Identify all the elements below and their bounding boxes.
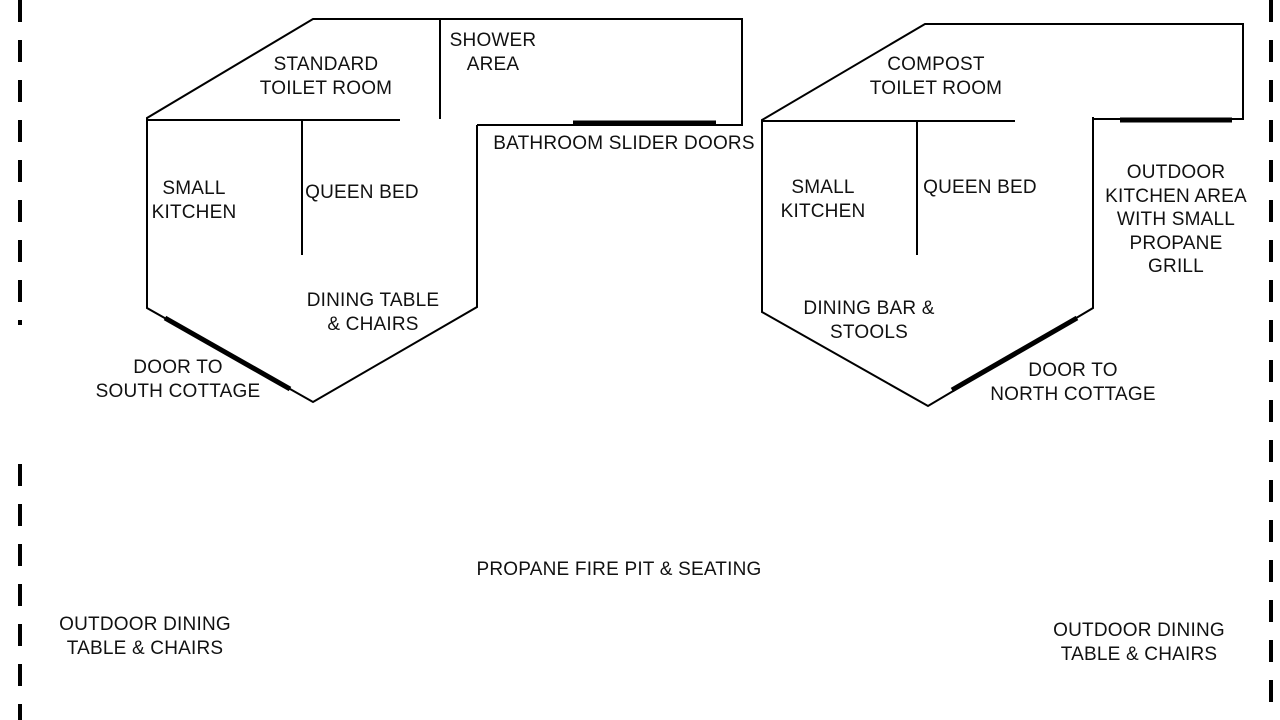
label-line: DOOR TO — [1028, 360, 1118, 381]
label-line: KITCHEN AREA — [1105, 185, 1247, 207]
label-line: OUTDOOR DINING — [59, 614, 231, 635]
label-line: SHOWER — [449, 30, 537, 51]
label-line: TABLE & CHAIRS — [1060, 643, 1218, 665]
label-line: GRILL — [1148, 256, 1204, 277]
label-line: SMALL — [791, 177, 855, 198]
label-line: PROPANE — [1129, 232, 1223, 254]
label-line: TABLE & CHAIRS — [66, 637, 224, 659]
label-line: DINING BAR & — [803, 298, 935, 319]
label-line: KITCHEN — [780, 200, 866, 222]
label-line: OUTDOOR — [1126, 162, 1226, 183]
label-line: WITH SMALL — [1116, 209, 1236, 230]
label-line: QUEEN BED — [923, 177, 1037, 198]
south-cottage-door — [163, 315, 292, 392]
north-queen-bed-label: QUEEN BED — [923, 176, 1037, 200]
label-line: PROPANE FIRE PIT & SEATING — [476, 559, 762, 580]
label-line: TOILET ROOM — [259, 77, 393, 99]
north-dining-bar-label: DINING BAR &STOOLS — [803, 297, 934, 344]
label-line: BATHROOM SLIDER DOORS — [493, 133, 755, 154]
label-line: DINING TABLE — [306, 290, 440, 311]
north-cottage-door — [950, 315, 1079, 393]
label-line: AREA — [466, 53, 520, 75]
south-dining-table-label: DINING TABLE& CHAIRS — [307, 289, 440, 336]
label-line: KITCHEN — [151, 201, 237, 223]
propane-fire-pit-label: PROPANE FIRE PIT & SEATING — [477, 558, 762, 582]
south-cottage-outline — [146, 18, 743, 404]
label-line: & CHAIRS — [327, 313, 419, 335]
label-line: QUEEN BED — [305, 182, 419, 203]
label-line: NORTH COTTAGE — [990, 383, 1156, 405]
bathroom-slider-doors-label: BATHROOM SLIDER DOORS — [493, 132, 754, 156]
label-line: STOOLS — [830, 321, 908, 343]
label-line: TOILET ROOM — [869, 77, 1003, 99]
south-queen-bed-label: QUEEN BED — [305, 181, 419, 205]
label-line: COMPOST — [887, 54, 985, 75]
label-line: STANDARD — [273, 54, 379, 75]
label-line: OUTDOOR DINING — [1053, 620, 1225, 641]
label-line: SMALL — [162, 178, 226, 199]
label-line: SOUTH COTTAGE — [95, 380, 261, 402]
label-line: DOOR TO — [133, 357, 223, 378]
